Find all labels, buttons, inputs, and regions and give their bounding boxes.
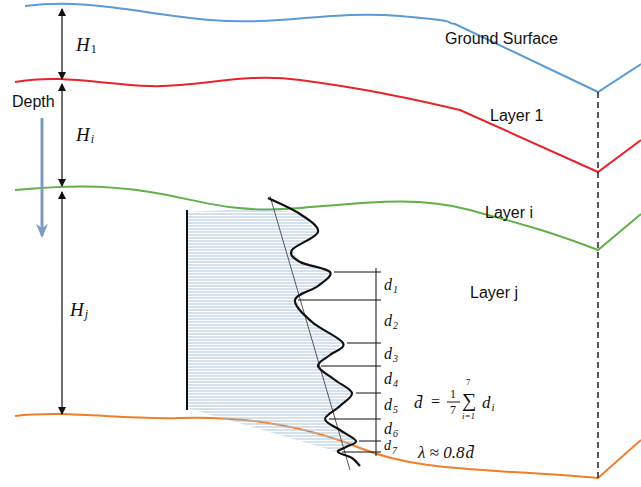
layer-label: Layer j xyxy=(470,285,518,301)
hi-dimension xyxy=(61,84,62,186)
sum-upper-limit: 7 xyxy=(466,378,471,387)
subscript: 5 xyxy=(393,405,398,415)
leader-line xyxy=(321,366,381,367)
sum-symbol: ∑ xyxy=(462,390,476,410)
sum-lower-limit: i=1 xyxy=(462,412,475,421)
subscript: 1 xyxy=(393,285,398,295)
leader-line xyxy=(356,393,381,394)
surface-label: Ground Surface xyxy=(445,31,558,47)
leader-line xyxy=(342,452,381,453)
hatched-profile-area xyxy=(187,208,356,452)
leader-line xyxy=(298,300,381,301)
mean-symbol: d̄ xyxy=(465,444,474,461)
formula-symbol: d xyxy=(482,394,491,411)
fraction-denominator: 7 xyxy=(450,404,456,416)
ground-surface-line xyxy=(25,4,641,92)
block-edge xyxy=(597,92,599,478)
hj-dimension xyxy=(61,192,62,414)
thickness-symbol: H xyxy=(76,35,90,54)
profile-axis xyxy=(186,210,188,410)
fluctuation-curve xyxy=(268,198,360,466)
interval-symbol: d xyxy=(384,346,392,362)
layer-label: Layer 1 xyxy=(490,108,543,124)
layer1-boundary xyxy=(15,78,641,172)
interval-symbol: d xyxy=(384,371,392,387)
dimension-line xyxy=(376,268,377,456)
thickness-symbol: H xyxy=(70,300,84,319)
subscript: 4 xyxy=(393,379,398,389)
wavelength-formula: λ ≈ 0.8 xyxy=(418,444,464,461)
subscript: 1 xyxy=(91,43,97,55)
subscript: 7 xyxy=(392,446,397,456)
subscript: j xyxy=(85,308,88,320)
interval-symbol: d xyxy=(384,421,392,437)
leader-line xyxy=(359,441,381,442)
subscript: i xyxy=(91,133,94,145)
interval-symbol: d xyxy=(384,397,392,413)
fraction-bar xyxy=(447,402,460,403)
subscript: 6 xyxy=(393,429,398,439)
subscript: i xyxy=(492,402,495,413)
thickness-symbol: H xyxy=(76,125,90,144)
interval-symbol: d xyxy=(384,313,392,329)
leader-line xyxy=(334,272,381,273)
leader-line xyxy=(329,419,381,420)
equals-sign: = xyxy=(431,394,440,410)
mean-symbol: d̄ xyxy=(414,394,423,411)
fraction-numerator: 1 xyxy=(450,388,456,400)
interval-symbol: d xyxy=(384,439,391,453)
layeri-boundary xyxy=(15,187,641,251)
h1-dimension xyxy=(61,9,62,79)
subscript: 3 xyxy=(393,354,398,364)
layer-label: Layer i xyxy=(485,205,533,221)
subscript: 2 xyxy=(393,321,398,331)
interval-symbol: d xyxy=(384,277,392,293)
dimension-leaders xyxy=(298,272,381,452)
depth-arrow xyxy=(41,118,44,236)
axis-label: Depth xyxy=(12,94,55,110)
